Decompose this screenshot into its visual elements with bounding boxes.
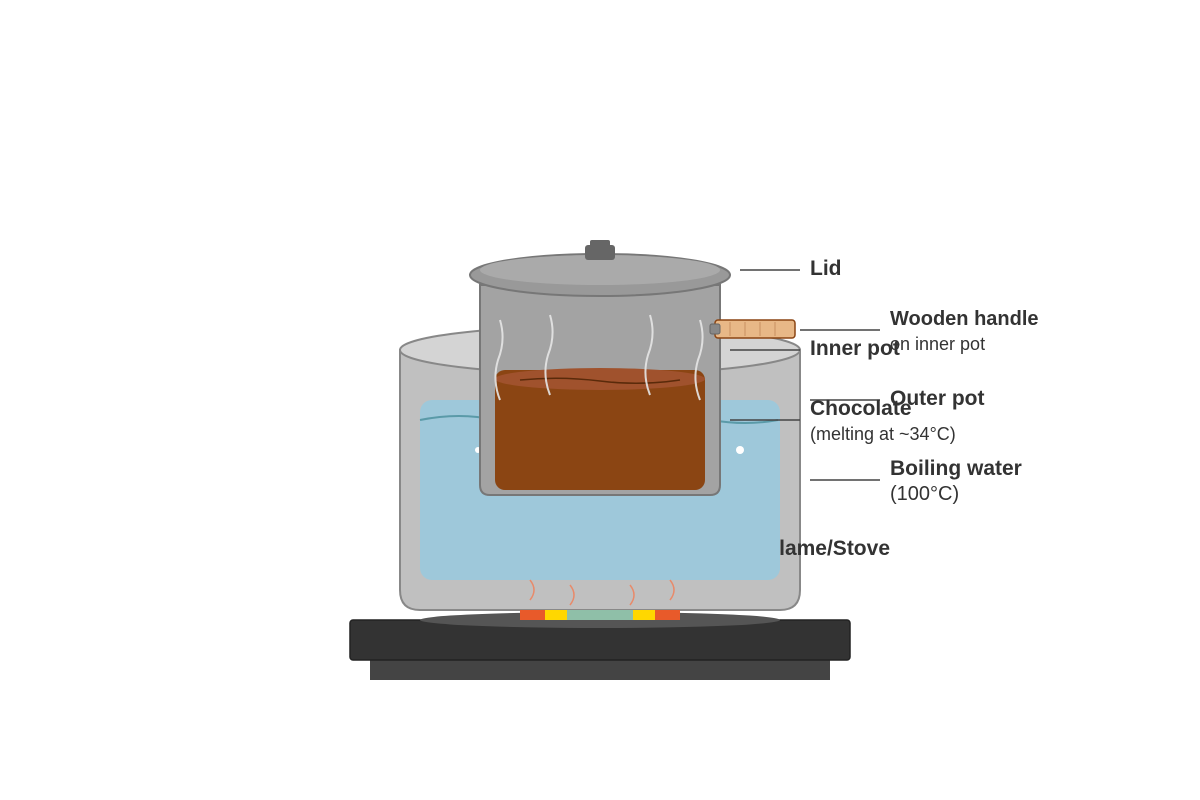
label-boiling-water-sub: (100°C) [890, 483, 959, 505]
leader-lines [730, 269, 880, 481]
label-outer-pot: Outer pot [890, 387, 985, 410]
lid-knob [585, 245, 615, 260]
label-chocolate-sub: (melting at ~34°C) [810, 424, 956, 444]
handle-bracket [709, 323, 721, 335]
label-flame-stove: Flame/Stove [766, 537, 890, 560]
flame [520, 610, 680, 620]
heat-waves [529, 579, 675, 606]
label-inner-pot: Inner pot [810, 337, 900, 360]
label-wooden-handle-sub: on inner pot [890, 334, 985, 354]
label-boiling-water: Boiling water [890, 457, 1022, 480]
wooden-handle [714, 319, 796, 339]
label-chocolate: Chocolate [810, 397, 912, 420]
label-lid: Lid [810, 257, 842, 280]
bubble [736, 446, 744, 454]
label-wooden-handle: Wooden handle [890, 308, 1039, 330]
chocolate [495, 370, 705, 490]
steam [494, 314, 704, 401]
